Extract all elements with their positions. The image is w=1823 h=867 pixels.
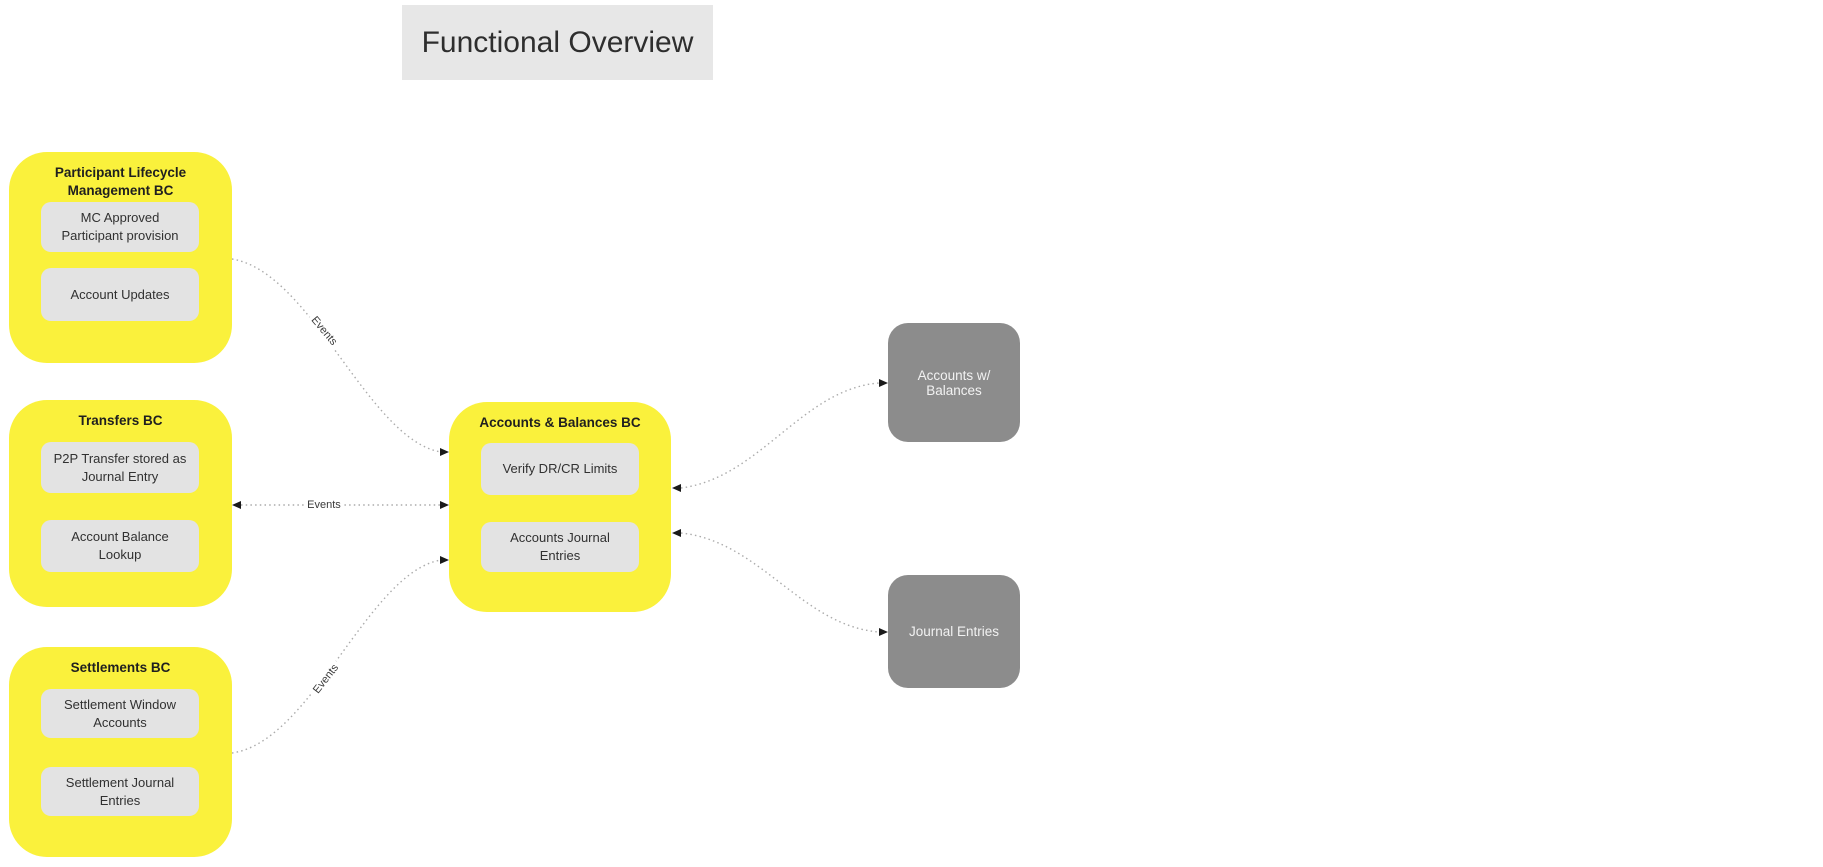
group-title: Participant Lifecycle Management BC <box>54 165 187 198</box>
arrowhead-right-icon <box>440 501 449 509</box>
arrowhead-left-icon <box>672 484 681 492</box>
arrowhead-right-icon <box>879 379 888 387</box>
group-title: Transfers BC <box>78 413 163 428</box>
store-journal-entries: Journal Entries <box>888 575 1020 688</box>
node-account-balance-lookup: Account Balance Lookup <box>41 520 199 572</box>
arrowhead-left-icon <box>232 501 241 509</box>
arrowhead-right-icon <box>440 448 449 456</box>
connector-accounts-to-journal-store <box>672 529 888 636</box>
connector-plm-to-accounts <box>231 258 449 456</box>
group-settlements-bc: Settlements BC Settlement Window Account… <box>9 647 232 857</box>
page-title: Functional Overview <box>402 5 713 80</box>
node-p2p-transfer-stored-as-journal-entry: P2P Transfer stored as Journal Entry <box>41 442 199 493</box>
group-transfers-bc: Transfers BC P2P Transfer stored as Jour… <box>9 400 232 607</box>
arrowhead-right-icon <box>440 556 449 564</box>
node-settlement-journal-entries: Settlement Journal Entries <box>41 767 199 816</box>
node-verify-dr-cr-limits: Verify DR/CR Limits <box>481 443 639 495</box>
group-accounts-balances-bc: Accounts & Balances BC Verify DR/CR Limi… <box>449 402 671 612</box>
arrowhead-right-icon <box>879 628 888 636</box>
page-title-label: Functional Overview <box>421 25 694 59</box>
node-settlement-window-accounts: Settlement Window Accounts <box>41 689 199 738</box>
connector-settlements-to-accounts <box>231 556 449 754</box>
node-account-updates: Account Updates <box>41 268 199 321</box>
group-title: Settlements BC <box>70 660 171 675</box>
node-mc-approved-participant-provision: MC Approved Participant provision <box>41 202 199 252</box>
edge-label-events-transfers: Events <box>304 499 344 511</box>
group-participant-lifecycle-management-bc: Participant Lifecycle Management BC MC A… <box>9 152 232 363</box>
connector-accounts-to-balances-store <box>672 379 888 492</box>
node-accounts-journal-entries: Accounts Journal Entries <box>481 522 639 572</box>
store-accounts-w-balances: Accounts w/ Balances <box>888 323 1020 442</box>
arrowhead-left-icon <box>672 529 681 537</box>
group-title: Accounts & Balances BC <box>479 415 641 430</box>
